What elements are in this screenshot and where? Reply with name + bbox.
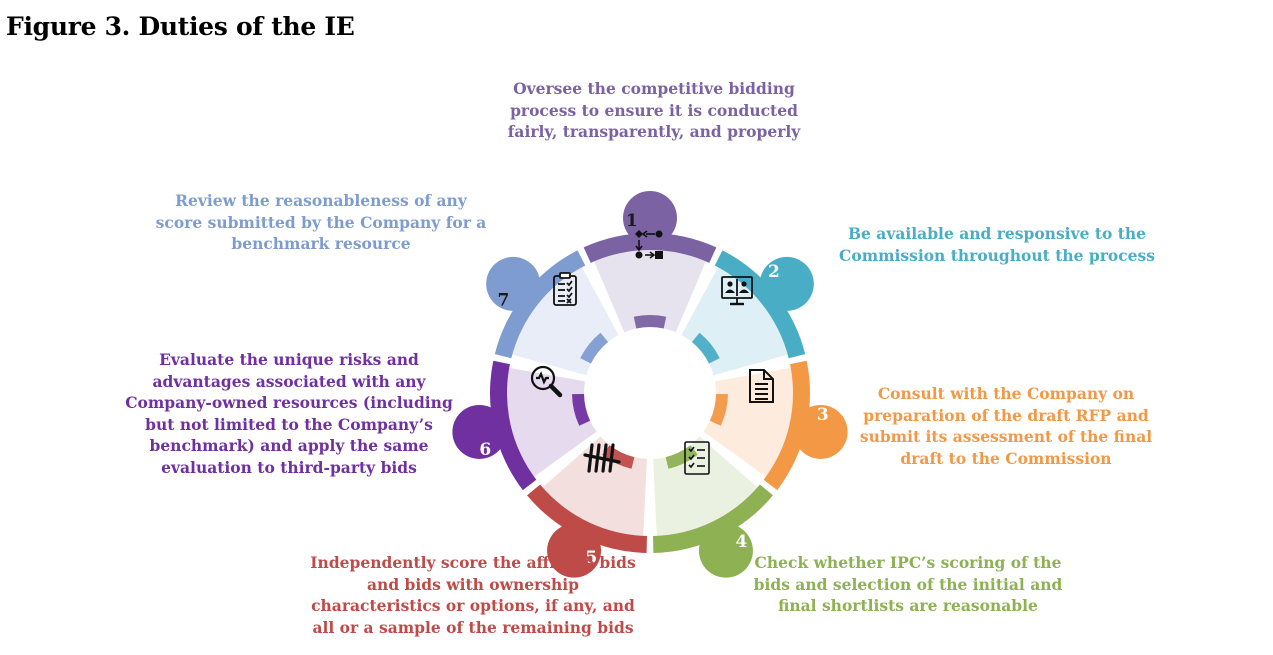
duty-7-caption: Review the reasonableness of any score su… bbox=[126, 190, 516, 255]
caption-line: Independently score the affiliate bids bbox=[310, 553, 636, 572]
caption-line: final shortlists are reasonable bbox=[778, 596, 1038, 615]
segment-inner-arc bbox=[602, 445, 635, 469]
caption-line: Commission throughout the process bbox=[839, 245, 1155, 265]
caption-line: benchmark resource bbox=[231, 234, 411, 253]
caption-line: Consult with the Company on bbox=[877, 384, 1135, 403]
duty-icons bbox=[530, 230, 774, 475]
caption-line: and bids with ownership bbox=[367, 574, 579, 594]
duty-number-4: 4 bbox=[736, 532, 748, 552]
duty-number-5: 5 bbox=[585, 548, 597, 568]
duty-numbers: 1 2 3 4 5 6 7 bbox=[479, 211, 828, 568]
caption-line: Review the reasonableness of any bbox=[175, 191, 467, 210]
caption-line: score submitted by the Company for a bbox=[155, 212, 487, 232]
segment-inner-arc bbox=[665, 445, 698, 469]
monitor-users-icon bbox=[721, 276, 753, 306]
caption-line: benchmark) and apply the same bbox=[149, 436, 429, 455]
clipboard-checklist-icon bbox=[553, 272, 577, 306]
caption-line: process to ensure it is conducted bbox=[510, 100, 798, 120]
caption-line: bids and selection of the initial and bbox=[753, 574, 1063, 594]
caption-line: Be available and responsive to the bbox=[847, 224, 1147, 243]
duty-segment-4 bbox=[653, 436, 773, 578]
segment-inner-arc bbox=[691, 332, 720, 364]
figure-title: Figure 3. Duties of the IE bbox=[6, 12, 355, 41]
tally-marks-icon bbox=[583, 443, 621, 473]
segment-inner-arc bbox=[572, 393, 591, 426]
caption-line: characteristics or options, if any, and bbox=[311, 596, 635, 615]
caption-line: Check whether IPC’s scoring of the bbox=[754, 553, 1062, 572]
segment-inner-arc bbox=[580, 332, 609, 364]
segment-background bbox=[594, 249, 706, 333]
duty-segment-5 bbox=[527, 436, 647, 578]
process-flow-icon bbox=[635, 230, 663, 259]
caption-line: Evaluate the unique risks and bbox=[159, 350, 419, 369]
duty-4-caption: Check whether IPC’s scoring of the bids a… bbox=[718, 552, 1098, 617]
duty-segment-6 bbox=[452, 360, 597, 491]
caption-line: draft to the Commission bbox=[900, 448, 1112, 468]
duty-segment-2 bbox=[681, 250, 814, 376]
checklist-icon bbox=[684, 441, 710, 475]
number-circle bbox=[623, 191, 677, 245]
duty-segment-3 bbox=[703, 360, 848, 491]
duty-1-caption: Oversee the competitive bidding process t… bbox=[476, 78, 832, 143]
number-circle bbox=[793, 404, 848, 459]
duty-number-1: 1 bbox=[626, 211, 638, 231]
document-icon bbox=[749, 369, 774, 403]
number-circle bbox=[698, 523, 753, 578]
segment-inner-arc bbox=[709, 393, 728, 426]
segment-outer-arc bbox=[763, 360, 811, 491]
caption-line: all or a sample of the remaining bids bbox=[312, 617, 634, 637]
duty-number-2: 2 bbox=[768, 262, 780, 282]
caption-line: Company-owned resources (including bbox=[125, 393, 453, 412]
duty-5-caption: Independently score the affiliate bids an… bbox=[278, 552, 668, 638]
segment-outer-arc bbox=[653, 484, 773, 553]
duty-number-3: 3 bbox=[817, 405, 829, 425]
caption-line: fairly, transparently, and properly bbox=[507, 122, 801, 141]
caption-line: Oversee the competitive bidding bbox=[513, 79, 795, 98]
caption-line: but not limited to the Company’s bbox=[145, 414, 433, 434]
number-circle bbox=[759, 256, 814, 311]
segment-inner-arc bbox=[633, 315, 667, 329]
caption-line: submit its assessment of the final bbox=[859, 427, 1153, 446]
duty-segment-1 bbox=[583, 191, 717, 333]
number-circle bbox=[547, 523, 602, 578]
segment-outer-arc bbox=[490, 360, 537, 491]
caption-line: advantages associated with any bbox=[152, 371, 426, 391]
number-circle bbox=[486, 256, 541, 311]
magnifier-pulse-icon bbox=[530, 365, 563, 398]
duty-number-7: 7 bbox=[497, 290, 509, 310]
duty-3-caption: Consult with the Company on preparation o… bbox=[826, 383, 1186, 469]
segment-outer-arc bbox=[527, 484, 647, 553]
caption-line: evaluation to third-party bids bbox=[161, 457, 417, 477]
caption-line: preparation of the draft RFP and bbox=[863, 405, 1149, 425]
segment-outer-arc bbox=[583, 233, 717, 263]
duty-number-6: 6 bbox=[479, 440, 491, 460]
number-circle bbox=[452, 404, 507, 459]
duty-segments bbox=[452, 191, 848, 578]
duty-6-caption: Evaluate the unique risks and advantages … bbox=[104, 349, 474, 478]
